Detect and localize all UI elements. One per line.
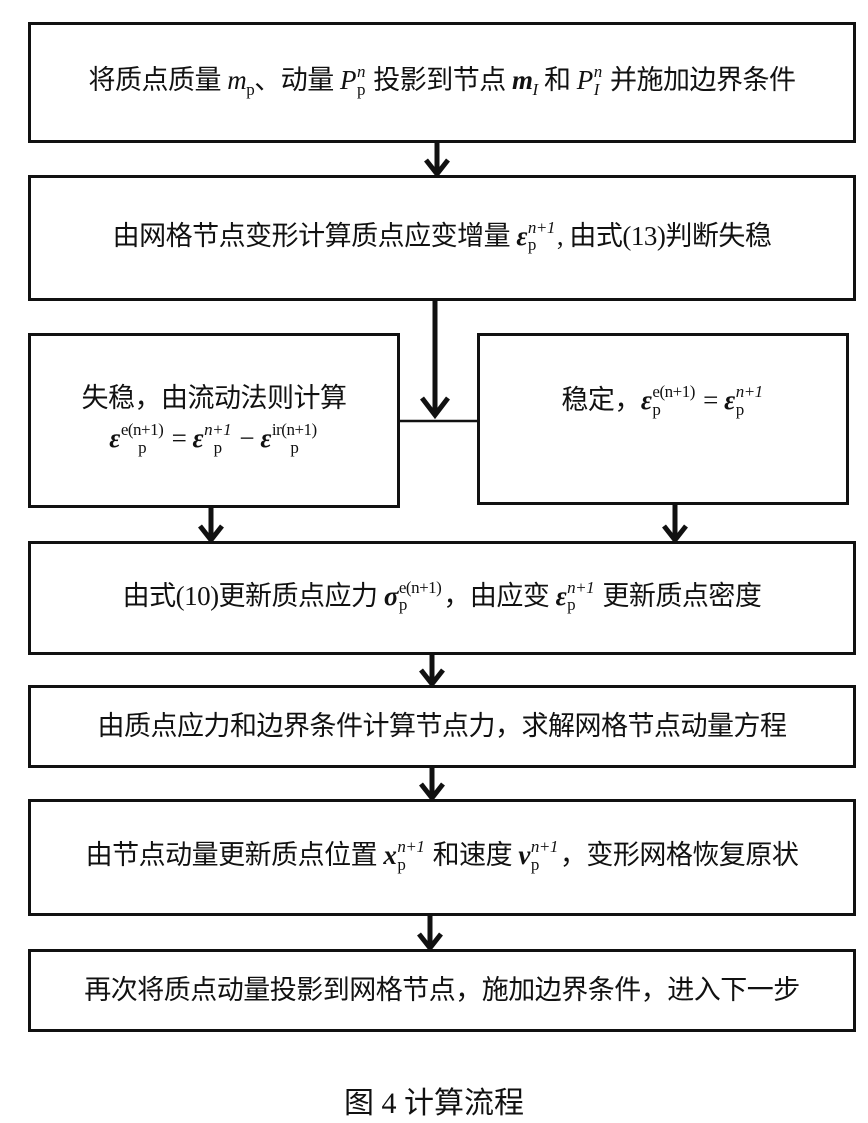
math-minus: − bbox=[233, 423, 261, 454]
text-segment: 投影到节点 bbox=[367, 65, 513, 96]
math-epsilon: ε bbox=[192, 423, 204, 454]
arrow-step3a-step4 bbox=[198, 506, 224, 545]
math-superscript: n+1 bbox=[735, 381, 763, 401]
figure-caption: 图 4 计算流程 bbox=[344, 1087, 524, 1120]
math-superscript: e(n+1) bbox=[398, 577, 442, 597]
math-superscript: n+1 bbox=[397, 837, 425, 857]
math-epsilon: ε bbox=[516, 220, 527, 251]
text-segment: 和 bbox=[537, 65, 577, 96]
text-segment: , 由式(13)判断失稳 bbox=[556, 220, 772, 251]
math-m: m bbox=[227, 65, 247, 96]
text-segment: 更新质点密度 bbox=[596, 580, 762, 611]
text-segment: 、动量 bbox=[254, 65, 341, 96]
math-supsub: e(n+1)p bbox=[120, 420, 164, 458]
math-subscript: p bbox=[735, 399, 744, 419]
math-m-bold: m bbox=[512, 65, 533, 96]
arrow-step1-step2 bbox=[424, 141, 450, 179]
math-epsilon: ε bbox=[555, 580, 567, 611]
math-subscript: p bbox=[652, 399, 661, 419]
step5-box: 由质点应力和边界条件计算节点力，求解网格节点动量方程 bbox=[28, 685, 856, 768]
math-subscript: p bbox=[213, 438, 222, 458]
math-superscript: n bbox=[593, 62, 603, 82]
step5-text: 由质点应力和边界条件计算节点力，求解网格节点动量方程 bbox=[97, 711, 788, 742]
math-equals: = bbox=[165, 423, 193, 454]
math-subscript: p bbox=[357, 79, 366, 99]
math-subscript: p bbox=[290, 438, 299, 458]
math-supsub: ir(n+1)p bbox=[272, 421, 317, 457]
text-segment: 将质点质量 bbox=[88, 65, 228, 96]
step7-box: 再次将质点动量投影到网格节点，施加边界条件，进入下一步 bbox=[28, 949, 856, 1032]
math-P: P bbox=[340, 65, 357, 96]
math-subscript: I bbox=[593, 79, 600, 99]
math-epsilon: ε bbox=[109, 423, 120, 454]
math-superscript: n bbox=[357, 62, 366, 82]
text-segment: 由式(10)更新质点应力 bbox=[122, 580, 384, 611]
math-supsub: e(n+1)p bbox=[652, 381, 695, 419]
arrow-step5-step6 bbox=[419, 766, 445, 803]
stable-label: 稳定， bbox=[561, 385, 641, 415]
text-segment: 由网格节点变形计算质点应变增量 bbox=[112, 220, 517, 251]
math-superscript: n+1 bbox=[530, 837, 558, 857]
text-segment: 由节点动量更新质点位置 bbox=[85, 840, 384, 871]
text-segment: 和速度 bbox=[426, 840, 519, 871]
math-subscript: p bbox=[397, 854, 406, 874]
math-equals: = bbox=[696, 385, 725, 415]
math-subscript: p bbox=[246, 80, 255, 100]
math-v: v bbox=[518, 840, 530, 871]
math-epsilon: ε bbox=[260, 423, 271, 454]
arrow-step4-step5 bbox=[419, 653, 445, 689]
unstable-label: 失稳，由流动法则计算 bbox=[81, 382, 348, 413]
math-superscript: n+1 bbox=[527, 217, 555, 237]
math-subscript: I bbox=[532, 80, 539, 100]
math-x: x bbox=[383, 840, 397, 871]
arrow-step6-step7 bbox=[417, 914, 443, 953]
text-segment: ，变形网格恢复原状 bbox=[559, 840, 799, 871]
math-subscript: p bbox=[527, 235, 536, 255]
math-supsub: e(n+1)p bbox=[398, 577, 442, 615]
text-segment: ，由应变 bbox=[443, 580, 556, 611]
math-superscript: ir(n+1) bbox=[271, 420, 317, 440]
math-superscript: e(n+1) bbox=[652, 381, 695, 401]
math-subscript: p bbox=[567, 595, 576, 615]
math-superscript: e(n+1) bbox=[120, 420, 164, 440]
math-superscript: n+1 bbox=[204, 420, 232, 440]
math-subscript: p bbox=[398, 595, 408, 615]
math-subscript: p bbox=[530, 854, 539, 874]
text-segment: 并施加边界条件 bbox=[603, 65, 796, 96]
math-sigma: σ bbox=[383, 580, 399, 611]
math-epsilon: ε bbox=[724, 385, 735, 415]
arrow-step3b-step4 bbox=[662, 503, 688, 545]
step7-text: 再次将质点动量投影到网格节点，施加边界条件，进入下一步 bbox=[84, 975, 800, 1006]
math-epsilon: ε bbox=[640, 385, 652, 415]
arrow-step2-branch bbox=[420, 299, 450, 420]
math-P: P bbox=[576, 65, 594, 96]
math-superscript: n+1 bbox=[567, 577, 595, 597]
math-subscript: p bbox=[138, 438, 147, 458]
